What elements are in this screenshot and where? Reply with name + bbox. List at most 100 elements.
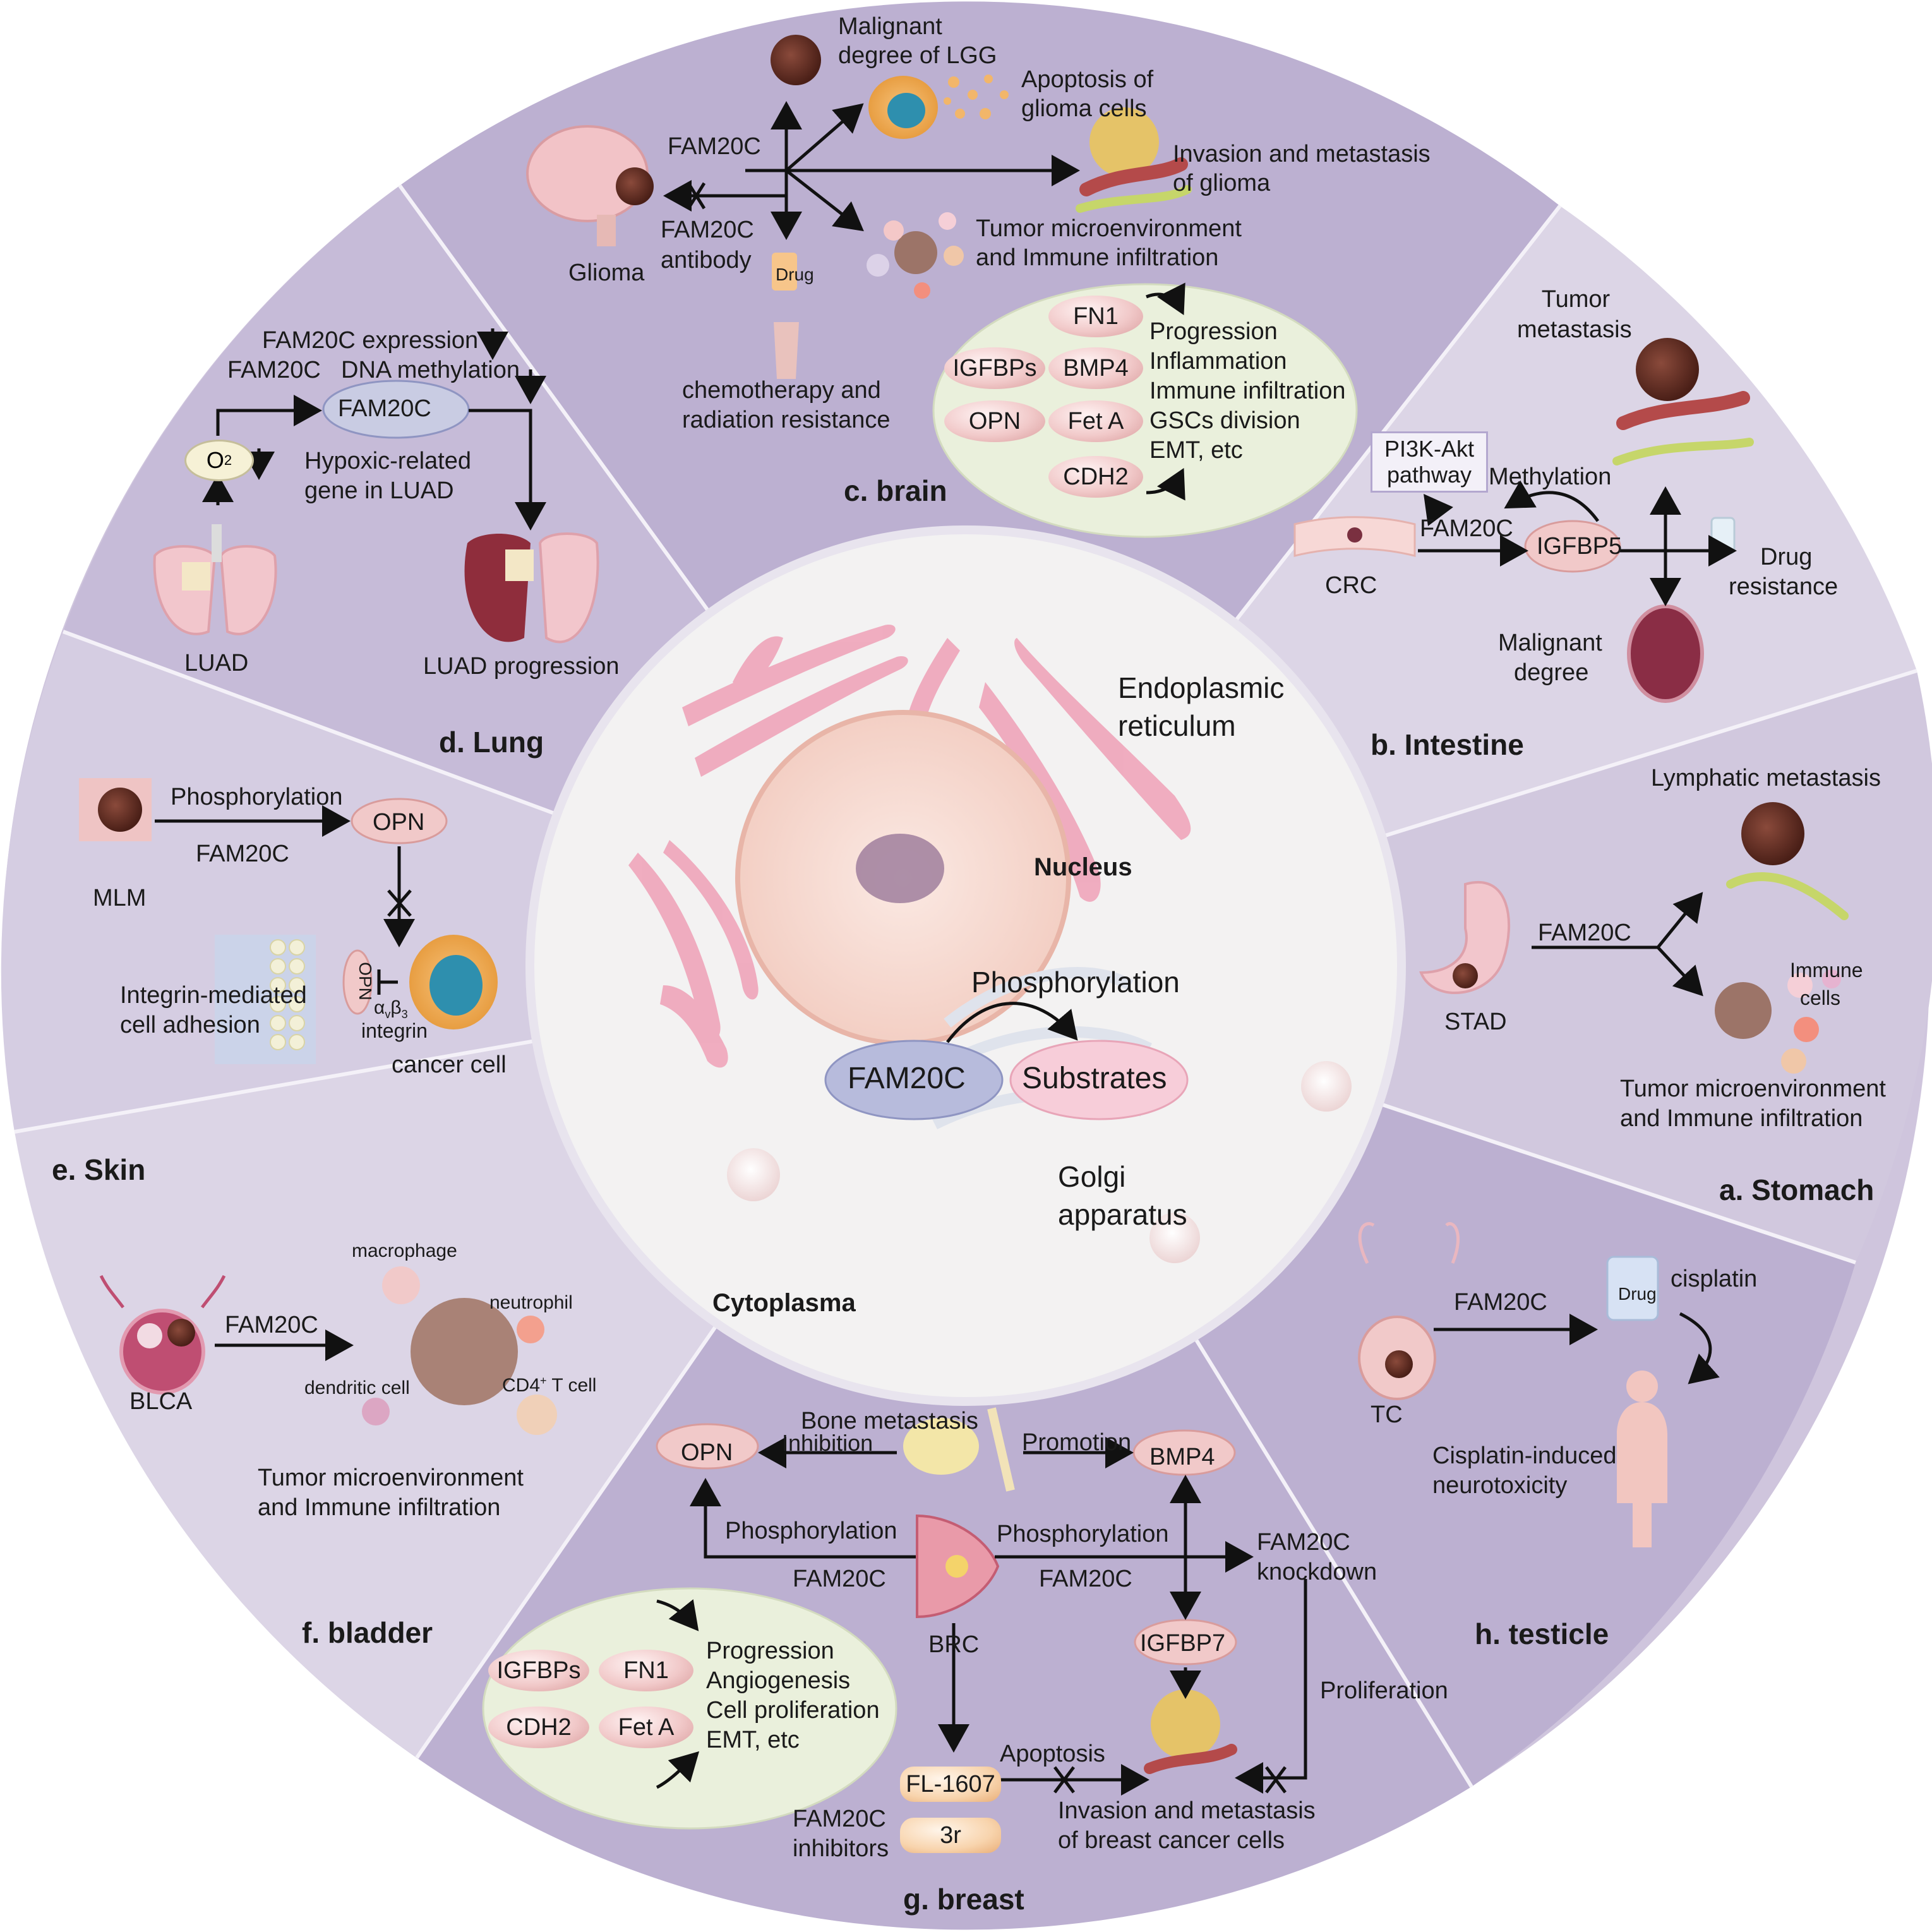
pi3k-line2: pathway <box>1386 462 1472 488</box>
brain-glioma-label: Glioma <box>568 260 645 286</box>
tcell-text: T cell <box>546 1375 597 1396</box>
breast-invasion-icon <box>1151 1689 1220 1759</box>
lung-methyl-a: FAM20C <box>227 357 321 383</box>
breast-phos-right-label: Phosphorylation <box>997 1521 1169 1547</box>
brain-substrate-bmp4: BMP4 <box>1048 347 1143 389</box>
stomach-lymphatic-label: Lymphatic metastasis <box>1651 765 1881 791</box>
breast-bone-metastasis-label: Bone metastasis <box>801 1408 978 1434</box>
bladder-blca-label: BLCA <box>129 1388 193 1415</box>
glioma-tumor-icon <box>616 167 654 205</box>
lung-expression-label: FAM20C expression <box>262 327 479 354</box>
brain-effect-gscs: GSCs division <box>1149 407 1300 434</box>
breast-igfbp7-label: IGFBP7 <box>1140 1630 1226 1657</box>
stomach-tme-line2: and Immune infiltration <box>1620 1105 1863 1132</box>
person-icon <box>1617 1402 1667 1547</box>
intestine-malignant-line2: degree <box>1514 659 1589 686</box>
breast-effect-cell-proliferation: Cell proliferation <box>706 1697 880 1724</box>
stomach-stad-label: STAD <box>1444 1009 1507 1035</box>
alpha-subscript: v <box>385 1008 391 1021</box>
cytoplasma-label: Cytoplasma <box>712 1289 856 1317</box>
brain-substrate-igfbps: IGFBPs <box>944 347 1045 389</box>
brain-substrate-ellipse <box>932 283 1358 538</box>
brain-chemo-line1: chemotherapy and <box>682 377 881 404</box>
intestine-metastasis-line1: Tumor <box>1541 286 1611 313</box>
brain-effect-progression: Progression <box>1149 318 1278 345</box>
testicle-illustrations <box>1358 1222 1667 1547</box>
bladder-fam20c-label: FAM20C <box>225 1312 318 1338</box>
curved-arrow <box>656 1599 699 1631</box>
cell-nucleus-icon <box>887 93 925 128</box>
intestine-igfbp5-label: IGFBP5 <box>1537 533 1623 560</box>
breast-substrate-igfbps: IGFBPs <box>488 1650 589 1691</box>
stomach-fam20c-label: FAM20C <box>1538 920 1631 946</box>
integrin-symbol: αvβ3 <box>374 997 408 1021</box>
center-substrates-label: Substrates <box>1022 1062 1167 1095</box>
brain-malignant-line1: Malignant <box>838 13 942 40</box>
beta-subscript: 3 <box>401 1008 408 1021</box>
brain-title: c. brain <box>844 474 947 507</box>
brain-malignant-line2: degree of LGG <box>838 42 997 69</box>
brain-invasion-line1: Invasion and metastasis <box>1173 141 1431 167</box>
skin-adhesion-line2: cell adhesion <box>120 1012 260 1038</box>
lung-progression-right-icon <box>538 532 599 644</box>
brain-illustrations <box>526 35 1358 538</box>
curved-arrow <box>656 1751 700 1789</box>
lung-right-icon <box>219 545 277 635</box>
intestine-drug-line2: resistance <box>1729 573 1839 600</box>
skin-arrows <box>155 805 415 995</box>
breast-invasion-line2: of breast cancer cells <box>1058 1827 1285 1854</box>
bladder-cd4-label: CD4+ T cell <box>502 1374 596 1396</box>
skin-mlm-label: MLM <box>93 885 147 911</box>
center-substrates-shape <box>1009 1040 1189 1120</box>
malignant-organ-icon <box>1627 604 1704 703</box>
brain-substrate-feta: Fet A <box>1048 400 1143 442</box>
breast-brc-label: BRC <box>928 1631 980 1658</box>
immune-cells-icon <box>1715 982 1772 1039</box>
breast-effect-progression: Progression <box>706 1638 834 1664</box>
o2-label: O <box>206 447 224 473</box>
skin-cancer-cell-label: cancer cell <box>392 1052 507 1078</box>
skin-fam20c-label: FAM20C <box>196 841 289 867</box>
lymph-tumor-icon <box>1741 802 1804 865</box>
invasion-icon <box>1076 107 1192 213</box>
beta-symbol: β <box>390 997 402 1018</box>
breast-inhibitors-line1: FAM20C <box>793 1806 886 1832</box>
o2-subscript: 2 <box>224 452 232 468</box>
tumor-icon <box>771 35 821 85</box>
radiation-icon <box>774 322 799 379</box>
nucleolus-shape <box>856 834 944 903</box>
testicle-neuro-line1: Cisplatin-induced <box>1432 1443 1617 1469</box>
pi3k-line1: PI3K-Akt <box>1384 436 1475 462</box>
breast-substrate-fn1: FN1 <box>599 1650 693 1691</box>
breast-invasion-line1: Invasion and metastasis <box>1058 1797 1316 1824</box>
bladder-dendritic-label: dendritic cell <box>304 1377 410 1398</box>
center-phosphorylation-arrow <box>946 1002 1078 1043</box>
golgi-label-line1: Golgi <box>1058 1160 1126 1193</box>
nucleus-label: Nucleus <box>1034 853 1132 881</box>
skin-opn-shape <box>351 798 448 844</box>
integrin-label: integrin <box>361 1019 428 1042</box>
vesicle-shape <box>1149 1213 1200 1263</box>
skin-adhesion-line1: Integrin-mediated <box>120 982 307 1009</box>
brain-arrows <box>663 101 1080 240</box>
testicle-fam20c-label: FAM20C <box>1454 1289 1547 1316</box>
vesicle-shape <box>1301 1061 1352 1112</box>
testicle-neuro-line2: neurotoxicity <box>1432 1472 1568 1499</box>
lung-illustrations <box>153 380 599 644</box>
brain-apoptosis-line1: Apoptosis of <box>1021 66 1154 93</box>
alpha-symbol: α <box>374 997 385 1018</box>
drug-bag-icon <box>772 253 797 291</box>
vesicle-shape <box>727 1148 780 1201</box>
intestine-crc-label: CRC <box>1325 572 1377 599</box>
lung-luad-label: LUAD <box>184 650 249 676</box>
brainstem-icon <box>597 215 616 246</box>
brain-tme-line2: and Immune infiltration <box>976 244 1219 271</box>
brain-apoptosis-line2: glioma cells <box>1021 95 1147 122</box>
bladder-tme-line2: and Immune infiltration <box>258 1494 501 1521</box>
bone-metastasis-icon <box>903 1418 979 1475</box>
breast-substrate-cdh2: CDH2 <box>488 1707 589 1748</box>
fl1607-badge: FL-1607 <box>900 1767 1001 1802</box>
testicle-arrows <box>1434 1312 1720 1384</box>
bladder-tme-line1: Tumor microenvironment <box>258 1465 524 1491</box>
